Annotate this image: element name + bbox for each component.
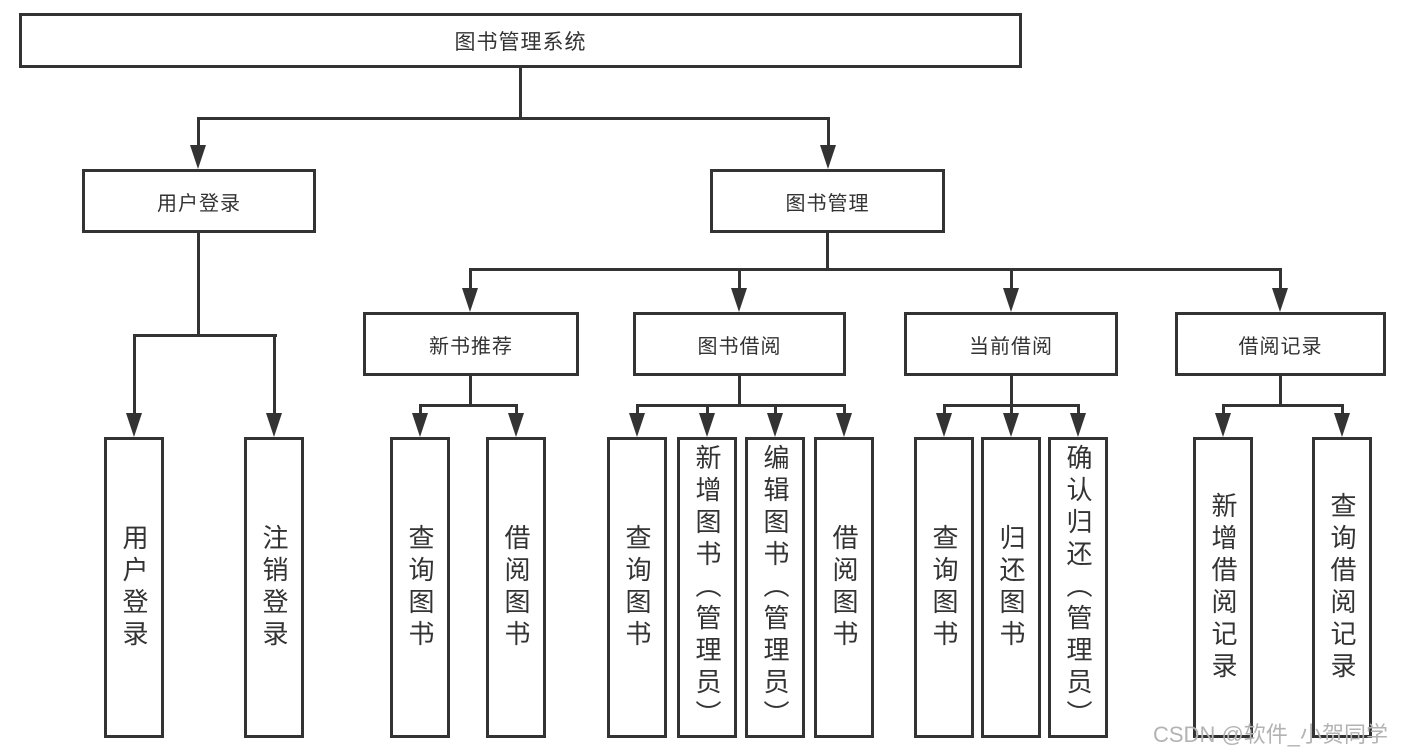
csdn-watermark: CSDN @软件_小贺同学: [1153, 722, 1389, 747]
node-label: 当前借阅: [969, 335, 1053, 358]
arrow-down-icon: [1003, 413, 1019, 437]
leaf-query-books-borrowing: 查询图书: [607, 437, 667, 738]
arrow-down-icon: [508, 413, 524, 437]
node-new-book-recommendation: 新书推荐: [363, 312, 579, 376]
arrow-down-icon: [767, 413, 783, 437]
node-label: 查询图书: [929, 523, 959, 652]
arrow-down-icon: [462, 288, 478, 312]
node-label: 确认归还（管理员）: [1063, 443, 1093, 732]
leaf-user-login: 用户登录: [104, 437, 164, 738]
node-label: 注销登录: [259, 523, 289, 652]
node-label: 借阅图书: [829, 523, 859, 652]
connector-line: [827, 117, 830, 149]
leaf-borrow-books-recommend: 借阅图书: [486, 437, 546, 738]
arrow-down-icon: [190, 145, 206, 169]
connector-line: [826, 233, 829, 270]
node-label: 编辑图书（管理员）: [760, 443, 790, 732]
connector-line: [133, 334, 136, 414]
arrow-down-icon: [1272, 288, 1288, 312]
connector-line: [197, 233, 200, 336]
connector-line: [1010, 376, 1013, 406]
node-current-borrowing: 当前借阅: [904, 312, 1118, 376]
leaf-borrow-books-borrowing: 借阅图书: [814, 437, 874, 738]
node-label: 图书借阅: [697, 335, 782, 358]
connector-line: [843, 404, 846, 416]
node-borrowing-records: 借阅记录: [1175, 312, 1386, 376]
connector-line: [469, 268, 1282, 271]
connector-line: [706, 404, 709, 416]
node-label: 归还图书: [996, 523, 1026, 652]
node-label: 借阅图书: [501, 523, 531, 652]
arrow-down-icon: [629, 413, 645, 437]
arrow-down-icon: [936, 413, 952, 437]
leaf-query-books-recommend: 查询图书: [390, 437, 450, 738]
connector-line: [1077, 404, 1080, 416]
leaf-logout: 注销登录: [244, 437, 304, 738]
node-label: 用户登录: [157, 192, 241, 215]
connector-line: [469, 268, 472, 292]
connector-line: [738, 268, 741, 292]
connector-line: [1222, 404, 1225, 416]
arrow-down-icon: [731, 288, 747, 312]
node-label: 查询图书: [622, 523, 652, 652]
connector-line: [636, 404, 846, 407]
arrow-down-icon: [1070, 413, 1086, 437]
node-library-management-system: 图书管理系统: [19, 13, 1022, 68]
node-label: 新增图书（管理员）: [692, 443, 722, 732]
connector-line: [1341, 404, 1344, 416]
connector-line: [1279, 268, 1282, 292]
leaf-edit-book-admin: 编辑图书（管理员）: [745, 437, 805, 738]
arrow-down-icon: [1334, 413, 1350, 437]
connector-line: [1279, 376, 1282, 406]
node-label: 用户登录: [119, 523, 149, 652]
node-label: 借阅记录: [1238, 335, 1323, 358]
connector-line: [738, 376, 741, 406]
arrow-down-icon: [1003, 288, 1019, 312]
arrow-down-icon: [412, 413, 428, 437]
connector-line: [1010, 404, 1013, 416]
node-label: 新书推荐: [429, 335, 513, 358]
connector-line: [636, 404, 639, 416]
connector-line: [419, 404, 518, 407]
leaf-query-borrow-record: 查询借阅记录: [1312, 437, 1372, 738]
connector-line: [1010, 268, 1013, 292]
node-label: 查询图书: [405, 523, 435, 652]
leaf-query-books-current: 查询图书: [914, 437, 974, 738]
leaf-confirm-return-admin: 确认归还（管理员）: [1048, 437, 1108, 738]
connector-line: [519, 68, 522, 118]
node-label: 新增借阅记录: [1208, 491, 1238, 684]
connector-line: [197, 117, 200, 149]
node-book-borrowing: 图书借阅: [633, 312, 846, 376]
connector-line: [515, 404, 518, 416]
connector-line: [1222, 404, 1344, 407]
connector-line: [943, 404, 946, 416]
leaf-return-books: 归还图书: [981, 437, 1041, 738]
arrow-down-icon: [126, 413, 142, 437]
arrow-down-icon: [699, 413, 715, 437]
node-book-management: 图书管理: [710, 169, 945, 233]
node-label: 图书管理系统: [454, 30, 587, 54]
node-label: 查询借阅记录: [1327, 491, 1357, 684]
node-label: 图书管理: [785, 192, 870, 215]
connector-line: [197, 117, 830, 120]
leaf-add-book-admin: 新增图书（管理员）: [677, 437, 737, 738]
connector-line: [133, 334, 277, 337]
connector-line: [774, 404, 777, 416]
node-user-login: 用户登录: [82, 169, 316, 233]
connector-line: [273, 334, 276, 414]
leaf-add-borrow-record: 新增借阅记录: [1193, 437, 1253, 738]
connector-line: [419, 404, 422, 416]
arrow-down-icon: [1215, 413, 1231, 437]
arrow-down-icon: [266, 413, 282, 437]
arrow-down-icon: [820, 145, 836, 169]
connector-line: [469, 376, 472, 406]
arrow-down-icon: [836, 413, 852, 437]
